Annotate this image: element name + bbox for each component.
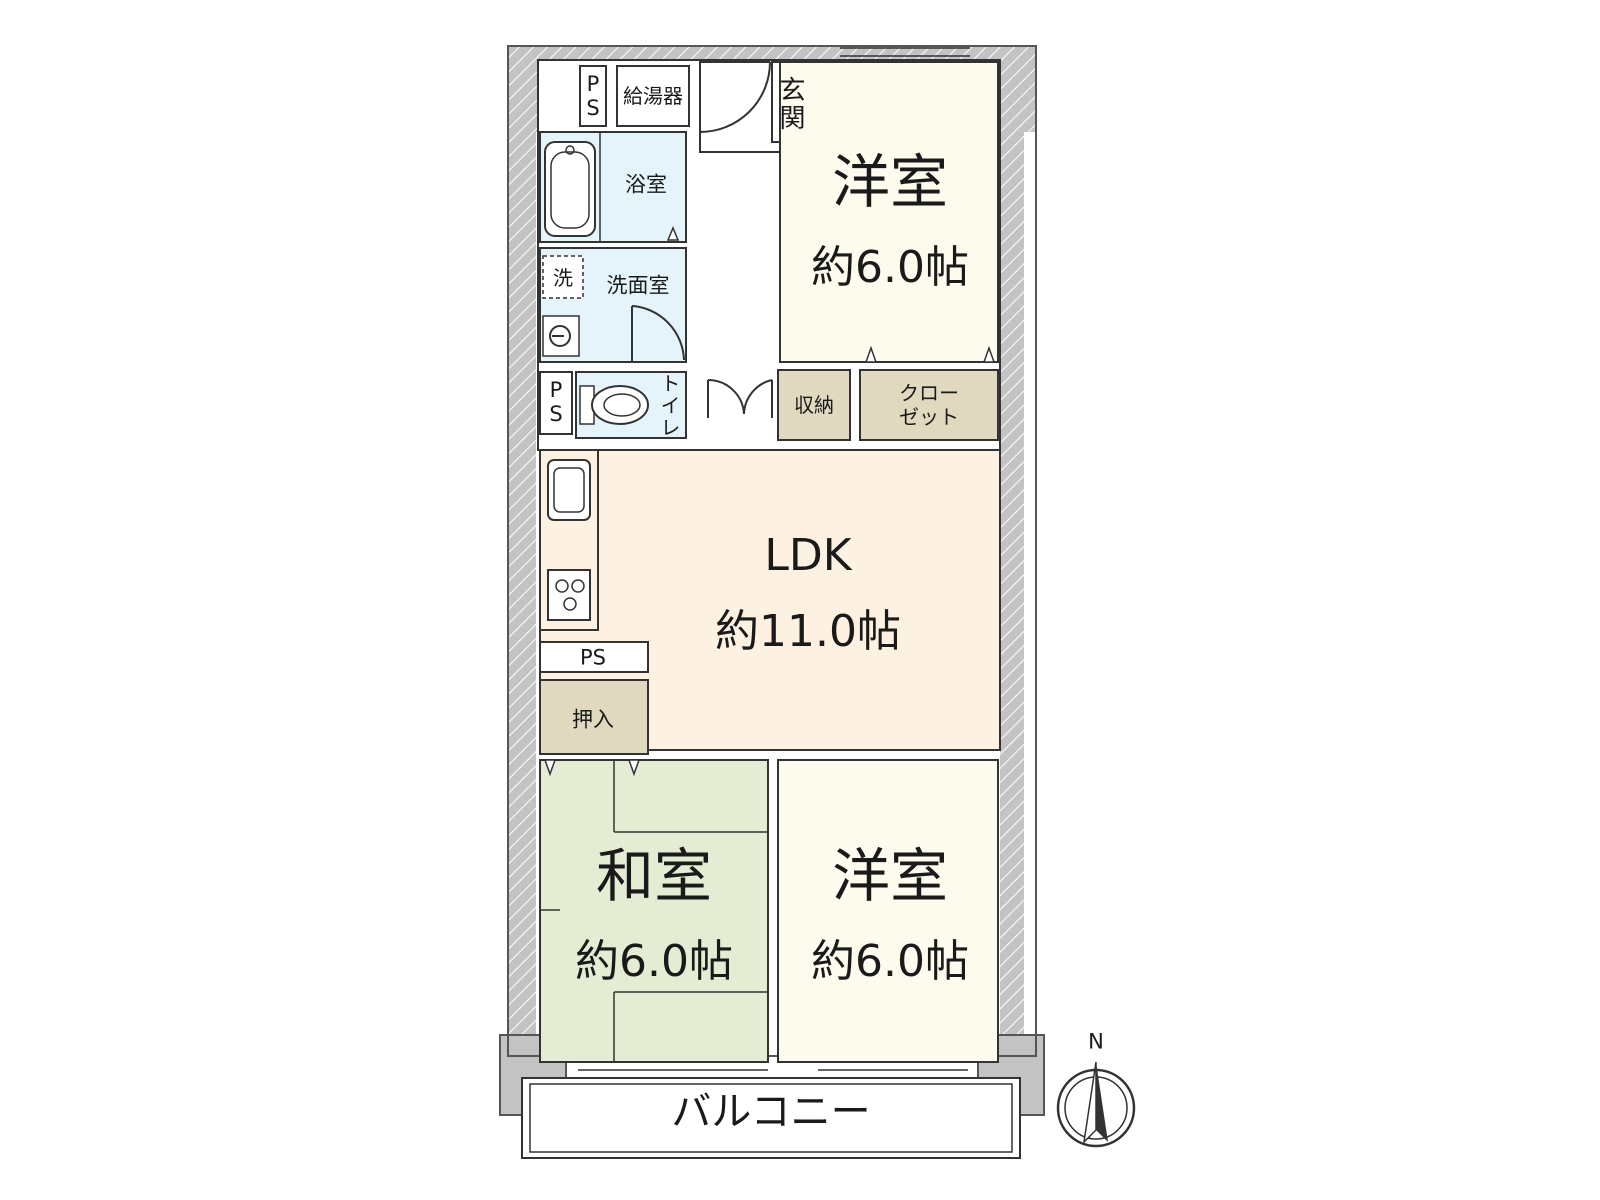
western-room-south <box>777 759 999 1063</box>
balcony <box>521 1077 1021 1159</box>
entrance-door-swing <box>699 61 771 133</box>
corridor-door-swing <box>707 378 773 418</box>
washer-space <box>542 255 584 299</box>
water-heater-label: 給湯器 <box>623 84 683 108</box>
western-north-name: 洋室 <box>831 148 949 216</box>
closet-label-line1: クロー <box>899 381 959 405</box>
western-south-size: 約6.0帖 <box>811 936 969 987</box>
ps-ldk-label: PS <box>580 645 606 670</box>
toilet-icon <box>579 385 649 425</box>
closet <box>859 369 999 441</box>
oshiire <box>539 679 649 755</box>
ps-ldk-box <box>539 641 649 673</box>
storage-label: 収納 <box>794 393 834 417</box>
tatami-lines <box>540 760 768 1062</box>
ps-top-box <box>579 65 607 127</box>
stove-icon <box>547 569 591 621</box>
ldk-name: LDK <box>764 530 852 581</box>
western-room-north <box>779 61 999 363</box>
closet-label-line2: ゼット <box>899 405 959 429</box>
western-north-size: 約6.0帖 <box>811 242 969 293</box>
western-south-name: 洋室 <box>831 842 949 910</box>
ldk-size: 約11.0帖 <box>715 606 901 657</box>
toilet-label: トイレ <box>657 373 681 439</box>
japanese-name: 和室 <box>595 842 713 910</box>
window-lines <box>578 47 970 1071</box>
washer-label: 洗 <box>553 266 573 290</box>
bath-door-marker-icon <box>666 226 680 241</box>
storage <box>777 369 851 441</box>
compass-north-label: N <box>1088 1029 1104 1054</box>
balcony-label: バルコニー <box>671 1089 871 1135</box>
bath-label: 浴室 <box>625 172 667 197</box>
japanese-room <box>539 759 769 1063</box>
kitchen-sink-icon <box>547 459 591 521</box>
oshiire-label: 押入 <box>572 707 614 732</box>
closet-label: クロー ゼット <box>899 381 959 429</box>
washroom-door-swing <box>631 305 685 362</box>
entrance-label: 玄関 <box>775 76 805 132</box>
bathtub-icon <box>544 141 596 237</box>
north-arrow-icon <box>1056 1061 1136 1148</box>
japanese-size: 約6.0帖 <box>575 936 733 987</box>
ps-mid-box <box>539 371 573 435</box>
washroom-label: 洗面室 <box>606 273 670 298</box>
water-heater-box <box>616 65 690 127</box>
